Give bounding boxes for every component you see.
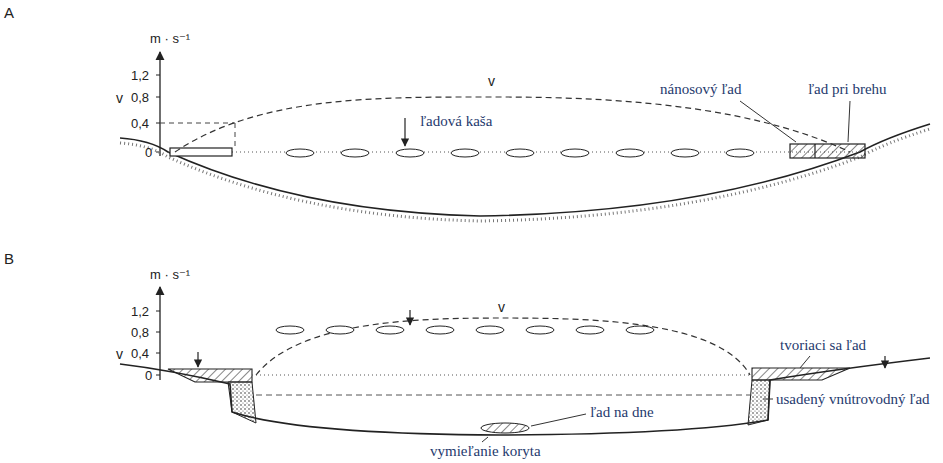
slush-floe <box>276 326 304 334</box>
leader-line <box>740 101 796 142</box>
slush-floe <box>671 149 699 157</box>
ice-label: ľad pri brehu <box>808 80 887 98</box>
axis-value: 0 <box>145 367 152 385</box>
ice-slush <box>286 149 754 157</box>
ice-label: usadený vnútrovodný ľad <box>776 390 930 408</box>
slush-floe <box>451 149 479 157</box>
ice-label: nánosový ľad <box>660 80 742 98</box>
slush-floe <box>561 149 589 157</box>
ice-label: vymieľanie koryta <box>430 442 541 460</box>
curve-label: v <box>498 298 505 316</box>
leader-line <box>848 101 850 142</box>
axis-value: 0,8 <box>131 89 149 107</box>
level-line <box>256 395 750 396</box>
axis-value: 1,2 <box>131 303 149 321</box>
velocity-curve <box>256 318 750 375</box>
slush-floe <box>526 326 554 334</box>
panel-letter: B <box>4 250 14 268</box>
pointer-arrow <box>409 310 410 325</box>
leader-line <box>763 399 773 400</box>
axis-unit: m · s⁻¹ <box>150 30 190 48</box>
velocity-axis <box>159 287 160 380</box>
pointer-arrow <box>404 118 405 146</box>
slush-floe <box>626 326 654 334</box>
bed-texture <box>120 129 930 221</box>
water-surface <box>252 375 752 376</box>
axis-unit: m · s⁻¹ <box>150 266 190 284</box>
axis-ticks <box>156 75 160 152</box>
slush-floe <box>326 326 354 334</box>
deposit-ice <box>790 144 865 158</box>
curve-label: v <box>488 72 495 90</box>
level-line <box>160 123 235 124</box>
axis-value: 1,2 <box>131 67 149 85</box>
settled-frazil-ice <box>748 380 770 425</box>
section-a <box>120 52 930 221</box>
axis-symbol: v <box>116 89 123 107</box>
slush-floe <box>286 149 314 157</box>
velocity-axis <box>159 52 160 156</box>
ice-label: ľadová kaša <box>420 112 492 130</box>
slush-floe <box>506 149 534 157</box>
slush-floe <box>726 149 754 157</box>
ice-label: tvoriaci sa ľad <box>780 336 866 354</box>
slush-floe <box>376 326 404 334</box>
axis-value: 0,8 <box>131 324 149 342</box>
river-bed <box>120 358 930 435</box>
section-b <box>120 287 930 442</box>
slush-floe <box>426 326 454 334</box>
leader-line <box>482 437 488 442</box>
axis-value: 0,4 <box>131 115 149 133</box>
slush-floe <box>616 149 644 157</box>
river-bed <box>120 124 930 216</box>
bottom-ice <box>481 423 529 433</box>
leader-line <box>531 414 586 426</box>
pointer-arrow <box>884 356 885 368</box>
slush-floe <box>576 326 604 334</box>
axis-symbol: v <box>116 345 123 363</box>
panel-letter: A <box>4 4 14 22</box>
leader-line <box>800 356 810 368</box>
axis-ticks <box>156 311 160 375</box>
axis-value: 0,4 <box>131 345 149 363</box>
slush-floe <box>396 149 424 157</box>
level-line <box>235 123 236 148</box>
axis-value: 0 <box>145 144 152 162</box>
ice-label: ľad na dne <box>590 403 654 421</box>
slush-floe <box>476 326 504 334</box>
pointer-arrow <box>197 352 198 367</box>
ice-slush <box>276 326 654 334</box>
velocity-curve <box>175 97 850 152</box>
slush-floe <box>341 149 369 157</box>
